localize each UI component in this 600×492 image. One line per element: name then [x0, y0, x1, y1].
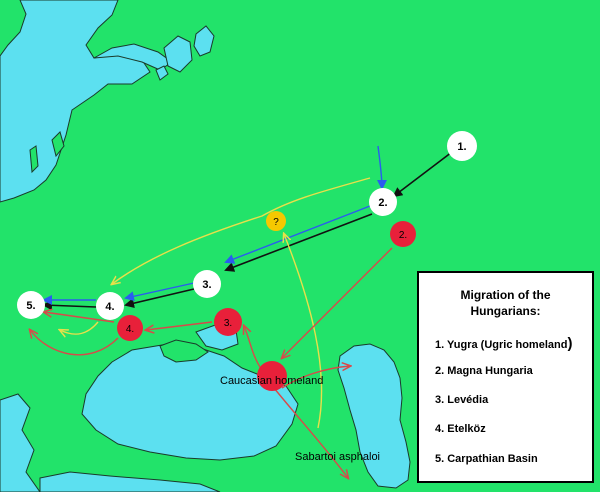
lake-onega: [193, 25, 215, 57]
legend-item-5: 5. Carpathian Basin: [435, 453, 538, 465]
arrow-red-3-4: [146, 321, 213, 330]
legend-item-2: 2. Magna Hungaria: [435, 365, 533, 377]
node-2-label: 2.: [378, 197, 387, 209]
arrow-black-1-2: [392, 151, 453, 198]
legend-title: Migration of the Hungarians:: [419, 287, 592, 319]
legend-item-1: 1. Yugra (Ugric homeland): [435, 335, 572, 352]
caspian-sea: [337, 343, 411, 489]
node-red-3-label: 3.: [224, 318, 232, 329]
arrow-yellow-lower: [284, 234, 323, 429]
lake-ladoga: [163, 35, 193, 73]
arrow-red-caucasus-3: [244, 326, 263, 371]
arrow-black-4-5: [42, 300, 97, 311]
arrow-blue-3-4: [124, 282, 195, 302]
node-red-2-label: 2.: [399, 230, 407, 241]
arrow-blue-to-2: [376, 145, 387, 190]
arrow-yellow-upper: [112, 177, 371, 284]
node-4: 4.: [96, 292, 124, 320]
oland-island: [29, 145, 39, 174]
node-red-3: 3.: [214, 308, 242, 336]
node-red-caucasus: [257, 361, 287, 391]
arrow-red-caucasus-east: [281, 366, 350, 389]
node-red-4: 4.: [117, 315, 143, 341]
arrow-black-2-3: [224, 213, 373, 272]
node-3: 3.: [193, 270, 221, 298]
arrow-blue-2-3: [224, 205, 371, 264]
legend-title-line2: Hungarians:: [470, 304, 541, 318]
arrow-red-2-caucasus: [282, 247, 393, 358]
node-2: 2.: [369, 188, 397, 216]
legend-item-4: 4. Etelköz: [435, 423, 486, 435]
gotland-island: [51, 131, 65, 158]
node-1: 1.: [447, 131, 477, 161]
node-1-label: 1.: [457, 141, 466, 153]
lake-small: [155, 65, 169, 81]
legend-item-1-paren: ): [567, 335, 573, 352]
arrow-yellow-left: [60, 321, 99, 334]
node-4-label: 4.: [105, 301, 114, 313]
legend-item-1-text: 1. Yugra (Ugric homeland: [435, 339, 568, 351]
label-caucasian-homeland: Caucasian homeland: [220, 375, 323, 387]
aegean-sea: [0, 393, 41, 492]
node-3-label: 3.: [202, 279, 211, 291]
node-red-4-label: 4.: [126, 324, 134, 335]
arrow-red-4-loop: [30, 330, 119, 356]
arrow-black-3-4: [124, 288, 195, 309]
arrow-red-4-5: [44, 312, 115, 323]
mediterranean-sea: [39, 471, 221, 492]
node-5: 5.: [17, 291, 45, 319]
node-5-label: 5.: [26, 300, 35, 312]
legend-title-line1: Migration of the: [460, 288, 551, 302]
legend: Migration of the Hungarians: 1. Yugra (U…: [417, 271, 594, 483]
legend-item-3: 3. Levédia: [435, 394, 489, 406]
node-question-label: ?: [273, 217, 279, 228]
baltic-sea: [0, 0, 151, 203]
node-question: ?: [266, 211, 286, 231]
black-sea: [81, 343, 299, 461]
arrow-red-sabartoi: [273, 387, 348, 478]
crimea: [159, 339, 209, 363]
node-red-2: 2.: [390, 221, 416, 247]
label-sabartoi-asphaloi: Sabartoi asphaloi: [295, 451, 380, 463]
